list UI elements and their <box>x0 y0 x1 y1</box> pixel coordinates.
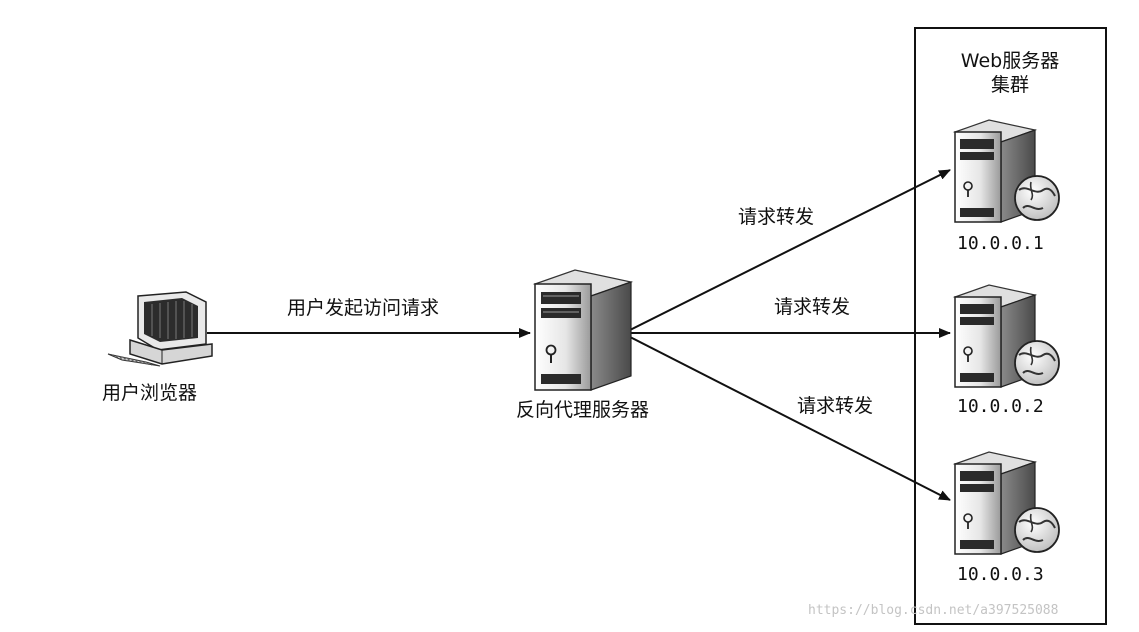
edge-label-request: 用户发起访问请求 <box>287 297 440 319</box>
edge-label-forward-2: 请求转发 <box>774 296 851 318</box>
globe-icon <box>1014 507 1060 553</box>
server-ip-1: 10.0.0.1 <box>957 233 1044 254</box>
watermark: https://blog.csdn.net/a397525088 <box>808 603 1059 618</box>
cluster-title-line-1: Web服务器 <box>960 50 1060 72</box>
web-server-icon <box>952 451 1060 555</box>
node-label-proxy: 反向代理服务器 <box>516 399 650 421</box>
cluster-title-line-2: 集群 <box>990 73 1029 96</box>
edge-forward-1 <box>629 169 951 331</box>
globe-icon <box>1014 340 1060 386</box>
globe-icon <box>1014 175 1060 221</box>
web-server-icon <box>952 284 1060 388</box>
edge-label-forward-3: 请求转发 <box>797 395 874 417</box>
cluster-title: Web服务器 集群 <box>930 50 1090 98</box>
server-ip-2: 10.0.0.2 <box>957 396 1044 417</box>
web-cluster-box <box>914 27 1107 625</box>
desktop-computer-icon <box>107 291 213 367</box>
server-ip-3: 10.0.0.3 <box>957 564 1044 585</box>
web-server-icon <box>952 119 1060 223</box>
edge-forward-3 <box>629 336 951 501</box>
node-label-browser: 用户浏览器 <box>102 382 198 404</box>
server-tower-icon <box>532 269 634 391</box>
edge-label-forward-1: 请求转发 <box>738 206 815 228</box>
